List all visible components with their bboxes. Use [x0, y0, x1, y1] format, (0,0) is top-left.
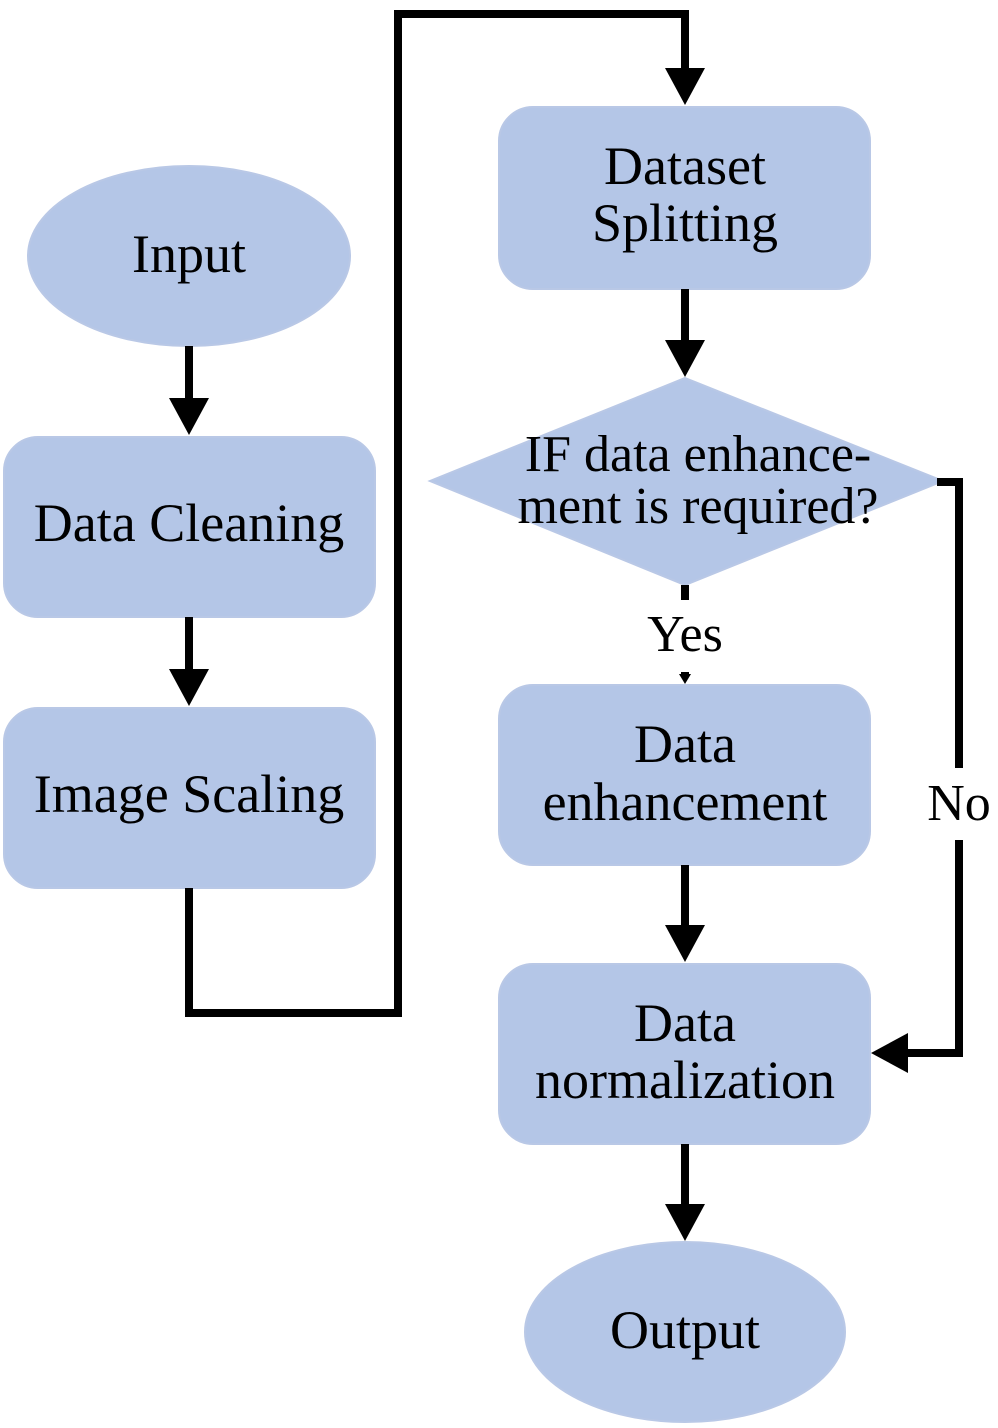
- data-enhancement-label-line-2: enhancement: [543, 772, 828, 832]
- arrowhead-icon: [665, 68, 705, 105]
- decision-label-line-1: IF data enhance-: [525, 426, 871, 483]
- arrowhead-icon: [665, 925, 705, 962]
- arrowhead-icon: [169, 398, 209, 435]
- image-scaling-label: Image Scaling: [34, 764, 344, 824]
- dataset-splitting-label-line-1: Dataset: [604, 136, 766, 196]
- edge-scaling-to-splitting: [185, 10, 689, 1017]
- data-enhancement-label-line-1: Data: [634, 714, 736, 774]
- output-label: Output: [610, 1300, 760, 1360]
- edge-decision-no-lower: [906, 840, 963, 1057]
- decision-label-line-2: ment is required?: [518, 478, 879, 535]
- arrowhead-icon: [665, 1204, 705, 1241]
- input-label: Input: [132, 224, 246, 284]
- data-normalization-label-line-1: Data: [634, 993, 736, 1053]
- output-node: [524, 1241, 846, 1423]
- arrowhead-icon: [169, 669, 209, 706]
- yes-label: Yes: [647, 606, 723, 663]
- data-cleaning-label: Data Cleaning: [34, 493, 344, 553]
- no-label: No: [927, 775, 991, 832]
- arrowhead-icon: [871, 1033, 908, 1073]
- dataset-splitting-label-line-2: Splitting: [592, 193, 778, 253]
- edge-decision-no: [937, 478, 963, 768]
- data-normalization-label-line-2: normalization: [535, 1050, 835, 1110]
- arrowhead-icon: [665, 340, 705, 377]
- arrowhead-icon: [679, 674, 691, 684]
